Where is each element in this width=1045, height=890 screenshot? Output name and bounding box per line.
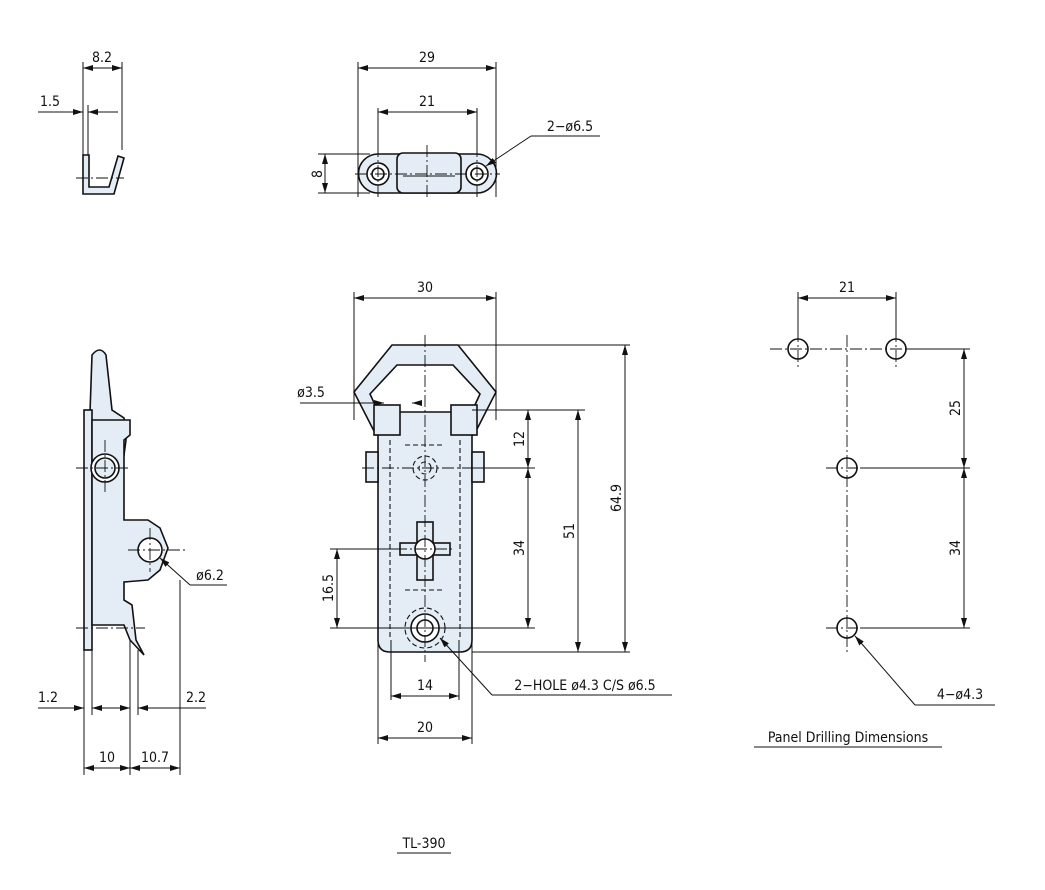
panel-dim-34-label: 34 [948,540,964,556]
dim-2-2-label: 2.2 [186,690,206,706]
dim-14-label: 14 [417,678,433,694]
panel-dim-21-label: 21 [839,280,855,296]
panel-drilling-title: Panel Drilling Dimensions [768,730,928,746]
dim-16-5-label: 16.5 [321,574,337,602]
dim-64-9-label: 64.9 [609,484,625,512]
dim-8-label: 8 [310,170,326,178]
dim-10-label: 10 [99,750,115,766]
top-left-view: 8.2 1.5 [38,50,125,195]
dim-51-label: 51 [562,523,578,539]
dim-30-label: 30 [417,280,433,296]
hole-3-5-label: ø3.5 [297,385,325,401]
dim-34-label: 34 [512,540,528,556]
hook-profile [82,154,125,195]
holes-4-3-label: 2−HOLE ø4.3 C/S ø6.5 [514,678,655,694]
panel-holes-label: 4−ø4.3 [937,687,983,703]
dim-29-label: 29 [419,50,435,66]
panel-view: 21 25 34 4−ø4.3 Panel Drilling Dimension… [754,280,995,748]
dim-1-2-label: 1.2 [38,690,58,706]
dim-8-2-label: 8.2 [92,50,112,66]
hinge-left [373,404,401,436]
front-view: 30 ø3.5 12 34 51 [297,280,672,744]
model-label: TL-390 [401,836,445,852]
dim-12-label: 12 [512,431,528,447]
clip-body-top [396,152,462,194]
panel-dim-25-label: 25 [948,400,964,416]
dim-20-label: 20 [417,720,433,736]
holes-2-6-5-label: 2−ø6.5 [547,119,593,135]
top-view: 29 21 8 2−ø6.5 [310,50,600,200]
plate-side [83,409,93,651]
hole-6-2-label: ø6.2 [196,568,224,584]
side-view: ø6.2 1.2 2.2 10 10.7 [38,349,227,775]
dim-10-7-label: 10.7 [141,750,169,766]
dim-1-5-label: 1.5 [40,94,60,110]
dim-21-label: 21 [419,94,435,110]
